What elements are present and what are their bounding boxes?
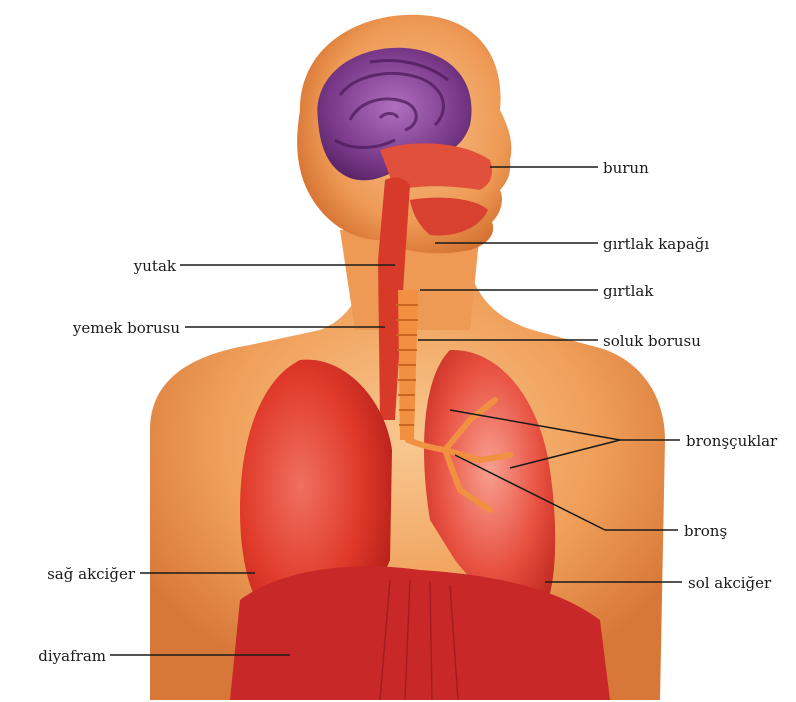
label-bronscuklar: bronşçuklar xyxy=(686,432,777,450)
label-girtlak-kapagi: gırtlak kapağı xyxy=(603,235,709,253)
label-soluk-borusu: soluk borusu xyxy=(603,332,701,350)
label-yemek-borusu: yemek borusu xyxy=(40,319,180,337)
label-sag-akciger: sağ akciğer xyxy=(20,565,135,583)
label-girtlak: gırtlak xyxy=(603,282,653,300)
label-yutak: yutak xyxy=(120,257,176,275)
label-diyafram: diyafram xyxy=(20,647,106,665)
label-sol-akciger: sol akciğer xyxy=(688,574,771,592)
label-burun: burun xyxy=(603,159,649,177)
label-brons: bronş xyxy=(684,522,727,540)
